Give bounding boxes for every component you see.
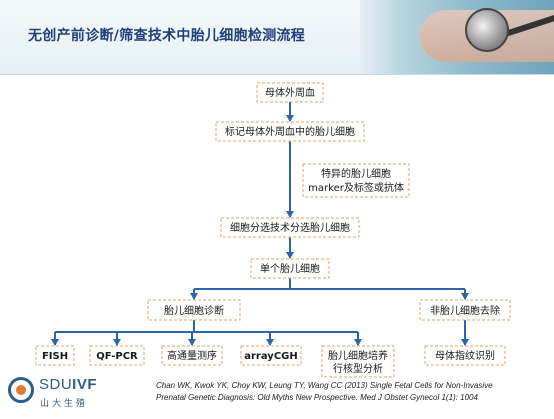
box-culture xyxy=(321,345,395,378)
logo-circle-icon xyxy=(8,377,34,403)
node-label-cells: 标记母体外周血中的胎儿细胞 xyxy=(225,125,355,138)
logo-wordmark: SDUIVF xyxy=(39,376,97,393)
logo: SDUIVF 山大生殖 xyxy=(8,373,118,413)
header-band: 无创产前诊断/筛查技术中胎儿细胞检测流程 xyxy=(0,0,554,75)
page-title: 无创产前诊断/筛查技术中胎儿细胞检测流程 xyxy=(28,28,306,44)
box-fish xyxy=(35,345,75,366)
stethoscope-icon xyxy=(465,8,509,52)
node-fingerprint: 母体指纹识别 xyxy=(435,349,495,362)
box-removal xyxy=(419,299,511,321)
box-qfpcr xyxy=(89,345,145,366)
node-arraycgh: arrayCGH xyxy=(244,351,298,362)
node-maternal-blood: 母体外周血 xyxy=(265,86,315,99)
node-fish: FISH xyxy=(42,351,68,362)
node-sequencing: 高通量测序 xyxy=(167,349,217,362)
node-removal: 非胎儿细胞去除 xyxy=(430,304,500,317)
box-arraycgh xyxy=(240,345,302,366)
node-culture-line2: 行核型分析 xyxy=(333,362,383,375)
node-sorting: 细胞分选技术分选胎儿细胞 xyxy=(230,221,350,234)
box-label-cells xyxy=(215,121,365,142)
node-marker-line2: marker及标签或抗体 xyxy=(308,181,404,194)
node-qfpcr: QF-PCR xyxy=(96,351,138,362)
box-single-cell xyxy=(250,258,330,279)
box-marker xyxy=(302,163,410,198)
citation-line-1: Chan WK, Kwok YK, Choy KW, Leung TY, Wan… xyxy=(156,381,493,390)
header-photo xyxy=(360,0,554,75)
header-divider xyxy=(0,74,554,75)
logo-text-a: SDU xyxy=(39,376,73,393)
node-culture-line1: 胎儿细胞培养 xyxy=(328,349,388,362)
connectors xyxy=(51,102,469,346)
box-maternal-blood xyxy=(256,82,324,103)
node-labels: 母体外周血 标记母体外周血中的胎儿细胞 特异的胎儿细胞 marker及标签或抗体… xyxy=(42,86,500,375)
logo-text-b: IVF xyxy=(72,376,98,393)
box-sorting xyxy=(220,217,360,238)
box-sequencing xyxy=(161,345,223,366)
box-diagnosis xyxy=(147,299,241,321)
node-diagnosis: 胎儿细胞诊断 xyxy=(164,304,224,317)
node-single-cell: 单个胎儿细胞 xyxy=(260,262,320,275)
box-fingerprint xyxy=(424,345,506,366)
citation-line-2: Prenatal Genetic Diagnosis: Old Myths Ne… xyxy=(156,393,478,402)
citation: Chan WK, Kwok YK, Choy KW, Leung TY, Wan… xyxy=(156,380,548,404)
node-marker-line1: 特异的胎儿细胞 xyxy=(321,167,391,180)
node-boxes xyxy=(35,82,511,378)
logo-subtitle: 山大生殖 xyxy=(40,399,89,409)
